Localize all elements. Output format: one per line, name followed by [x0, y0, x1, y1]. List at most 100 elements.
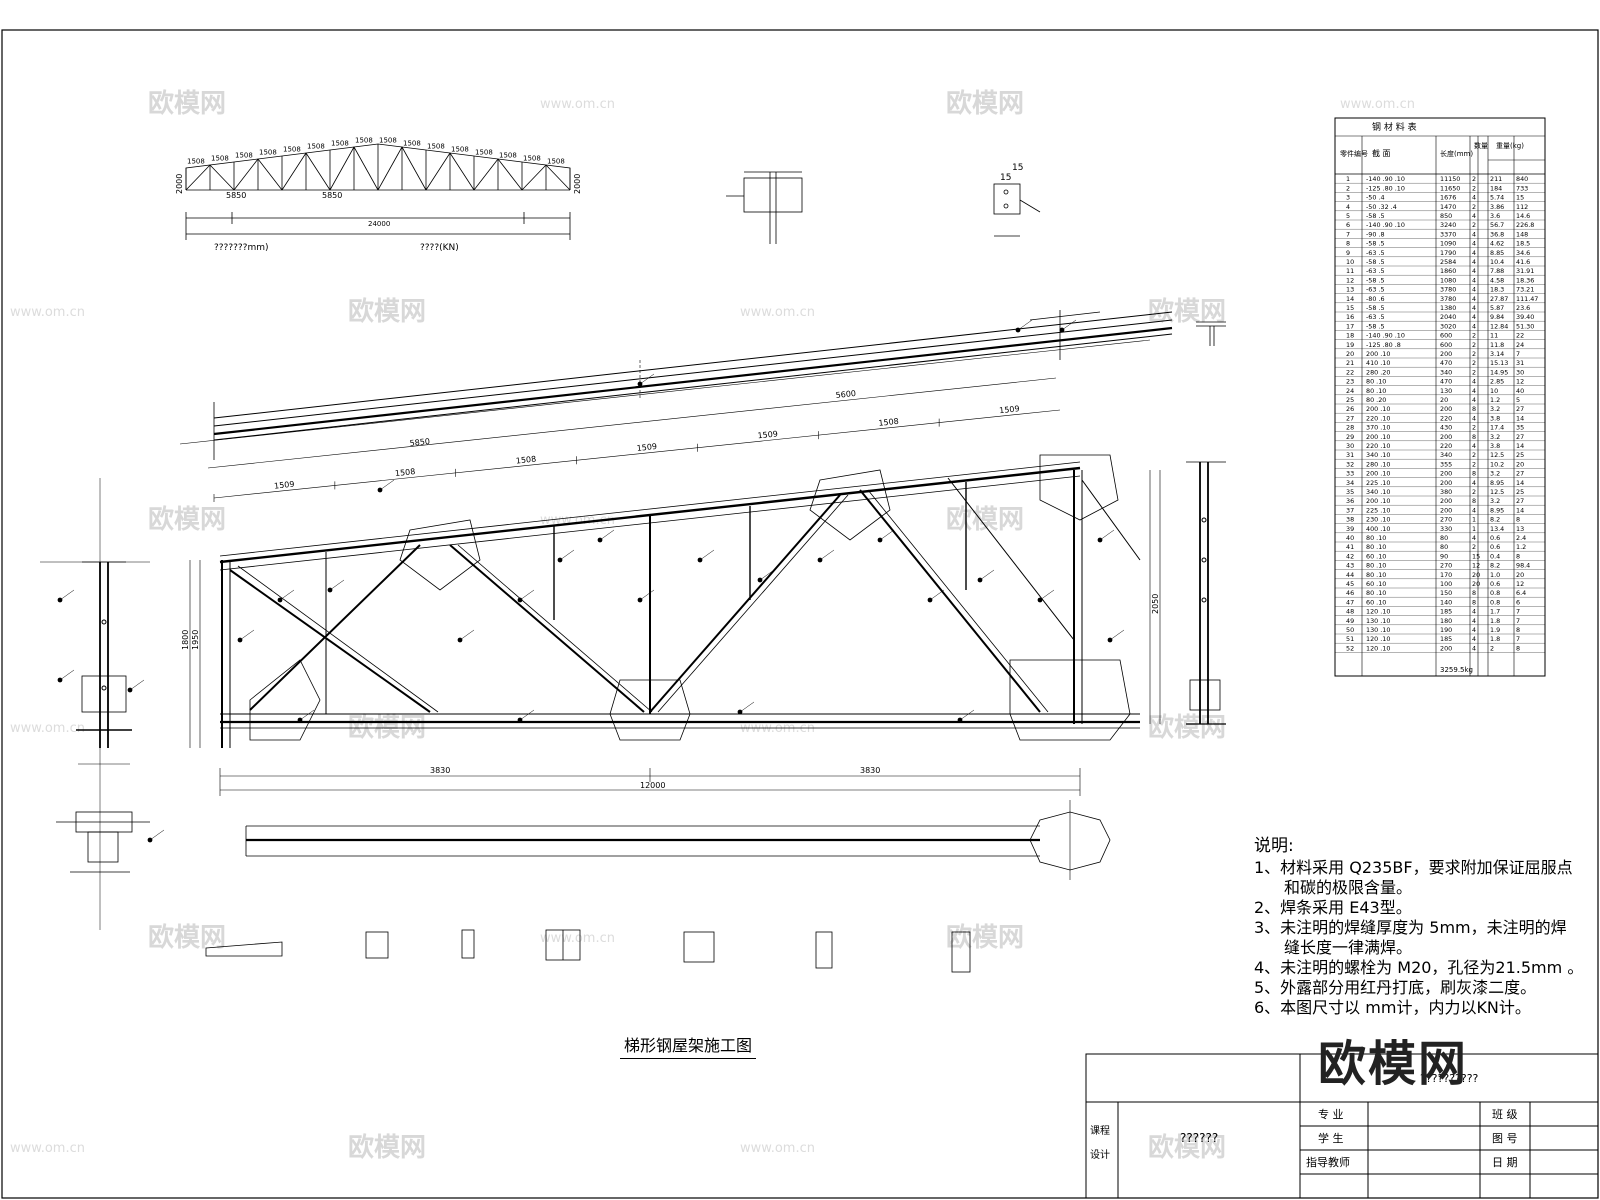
material-table-cell: 11150: [1440, 175, 1460, 183]
note-line: 6、本图尺寸以 mm计，内力以KN计。: [1254, 998, 1531, 1017]
material-table-cell: 73.21: [1516, 286, 1534, 294]
material-table-cell: -50 .32 .4: [1366, 203, 1397, 211]
title-block-top-cell: ??????????: [1420, 1072, 1479, 1085]
notes-title: 说明:: [1254, 836, 1294, 856]
material-table-cell: 1470: [1440, 203, 1456, 211]
material-table-cell: 4.58: [1490, 276, 1504, 284]
material-table-cell: 4: [1472, 313, 1476, 321]
plate-details-row: [205, 929, 971, 973]
material-table-cell: 44: [1346, 571, 1354, 579]
material-table-cell: 8: [1516, 626, 1520, 634]
title-block-drawing-name: ??????: [1180, 1131, 1218, 1145]
material-table-cell: 3370: [1440, 230, 1456, 238]
material-table-cell: 112: [1516, 203, 1528, 211]
material-table-cell: 4: [1472, 240, 1476, 248]
right-end-section: [1186, 461, 1226, 725]
truss-height-dim: 2050: [1151, 594, 1160, 614]
material-table-cell: 80 .10: [1366, 562, 1386, 570]
top-chord-panel-dim: 1508: [878, 417, 899, 428]
layout-panel-label: 1508: [547, 158, 565, 166]
leader-line: [759, 569, 775, 581]
layout-diagonal: [329, 146, 355, 191]
layout-web-members: [185, 144, 571, 191]
reference-balloons: [57, 319, 1125, 843]
material-table-title: 钢 材 料 表: [1372, 121, 1417, 133]
material-table-cell: 52: [1346, 644, 1354, 652]
material-table-cell: 4: [1472, 258, 1476, 266]
material-table-cell: 20: [1516, 460, 1524, 468]
inclined-dim: 5600: [835, 389, 856, 400]
material-table-cell: 3780: [1440, 286, 1456, 294]
material-table-cell: -50 .4: [1366, 194, 1385, 202]
leader-line: [959, 709, 975, 721]
top-chord-panel-dim: 1508: [395, 467, 416, 478]
material-table-cell: 8: [1516, 552, 1520, 560]
diagonal-member: [867, 489, 1049, 713]
title-block-right-label: 图 号: [1492, 1132, 1518, 1145]
material-table-cell: 80: [1440, 543, 1448, 551]
material-table-cell: 130: [1440, 387, 1452, 395]
material-table-cell: 225 .10: [1366, 479, 1390, 487]
material-table-cell: 220: [1440, 414, 1452, 422]
notes-panel: 说明: 1、材料采用 Q235BF，要求附加保证屈服点 和碳的极限含量。 2、焊…: [1254, 836, 1584, 1018]
material-table-cell: 60 .10: [1366, 580, 1386, 588]
layout-diagonal: [449, 152, 475, 191]
material-table-cell: 80 .10: [1366, 571, 1386, 579]
material-table-cell: 6: [1516, 598, 1520, 606]
material-table-cell: 4: [1472, 644, 1476, 652]
note-line: 2、焊条采用 E43型。: [1254, 898, 1412, 917]
gusset-plate: [1039, 454, 1119, 521]
material-table-cell: 31: [1516, 359, 1524, 367]
layout-bay-label: 5850: [322, 191, 342, 200]
material-table-cell: 14: [1516, 442, 1524, 450]
material-table-cell: 0.6: [1490, 543, 1500, 551]
material-table-cell: 41: [1346, 543, 1354, 551]
material-table-cell: 20: [1440, 396, 1448, 404]
material-table-cell: 20: [1472, 580, 1480, 588]
material-table-cell: 27: [1346, 414, 1354, 422]
top-chord-panel-dim: 1509: [274, 480, 295, 491]
material-table-cell: 2: [1472, 341, 1476, 349]
material-table-cell: 18.36: [1516, 276, 1534, 284]
material-table-cell: 220 .10: [1366, 414, 1390, 422]
bottom-dim: 3830: [430, 766, 450, 775]
layout-diagonal: [257, 158, 283, 191]
title-block-row-label: 学 生: [1318, 1131, 1344, 1145]
material-table-cell: 7: [1516, 608, 1520, 616]
diagonal-member: [237, 565, 439, 713]
material-table-cell: 1676: [1440, 194, 1456, 202]
layout-panel-label: 1508: [331, 139, 349, 147]
material-table-cell: 38: [1346, 516, 1354, 524]
inclined-dim: 5850: [409, 437, 430, 448]
material-table-cell: 2: [1472, 543, 1476, 551]
top-chord-edge: [219, 461, 1081, 557]
material-table-cell: 10.4: [1490, 258, 1504, 266]
material-table-cell: 23: [1346, 378, 1354, 386]
material-table-cell: 43: [1346, 562, 1354, 570]
material-table-cell: 8: [1472, 589, 1476, 597]
leader-line: [239, 629, 255, 641]
material-table-cell: 1.8: [1490, 617, 1500, 625]
material-table-cell: 4: [1472, 534, 1476, 542]
material-table-cell: 47: [1346, 598, 1354, 606]
material-table-cell: 4: [1472, 396, 1476, 404]
diagonal-member: [649, 494, 841, 713]
material-table-cell: 27: [1516, 405, 1524, 413]
material-total: 3259.5kg: [1440, 666, 1473, 674]
title-block: [1085, 1053, 1599, 1199]
material-table-cell: 4: [1472, 414, 1476, 422]
title-block-right-label: 日 期: [1492, 1156, 1518, 1169]
material-table-cell: 2040: [1440, 313, 1456, 321]
material-table-cell: 12.5: [1490, 488, 1504, 496]
material-table-cell: 1.0: [1490, 571, 1500, 579]
material-table-cell: 270: [1440, 516, 1452, 524]
material-table-cell: 140: [1440, 598, 1452, 606]
material-table-cell: 35: [1516, 424, 1524, 432]
material-table-cell: 1860: [1440, 267, 1456, 275]
layout-panel-label: 1508: [235, 151, 253, 159]
material-table-cell: -63 .5: [1366, 249, 1385, 257]
watermark-brand: 欧模网: [348, 1132, 426, 1163]
material-table-cell: 60 .10: [1366, 552, 1386, 560]
material-table-cell: 111.47: [1516, 295, 1538, 303]
material-table-cell: 15: [1346, 304, 1354, 312]
